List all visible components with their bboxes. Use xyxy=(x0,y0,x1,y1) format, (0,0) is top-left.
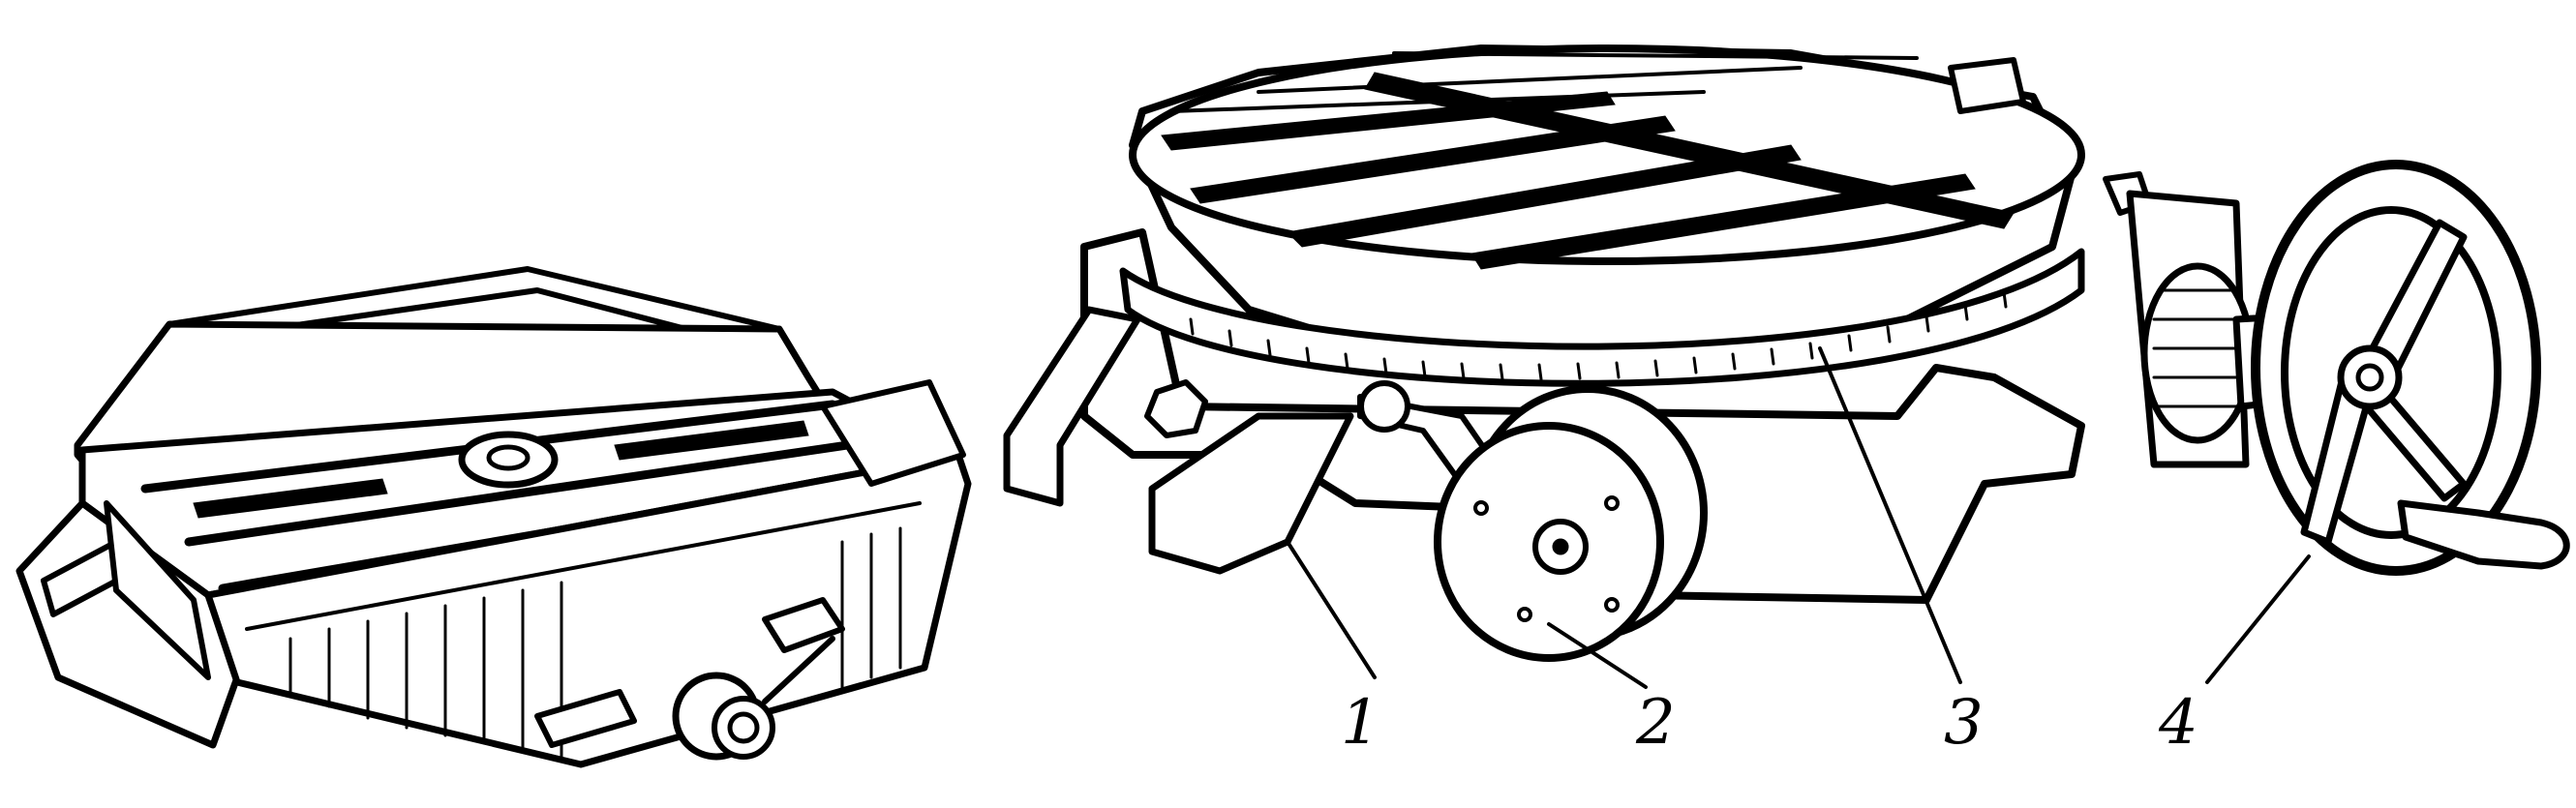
callout-label-2: 2 xyxy=(1635,687,1676,759)
callout-leaders xyxy=(1286,346,2311,689)
callout-label-1: 1 xyxy=(1341,687,1380,759)
callout-label-3: 3 xyxy=(1944,687,1984,759)
tilting-table-drawing xyxy=(15,266,972,768)
rotary-table-drawing xyxy=(1003,45,2570,662)
callout-label-4: 4 xyxy=(2158,687,2198,759)
